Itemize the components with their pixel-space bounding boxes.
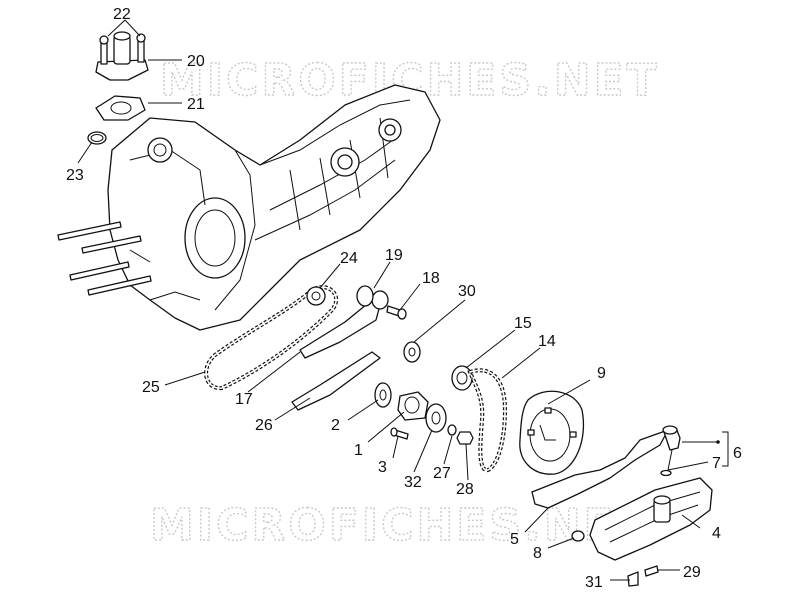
- callout-15: 15: [514, 315, 532, 332]
- callout-24: 24: [340, 250, 358, 267]
- screw-3: [390, 427, 409, 440]
- chain-guide: [299, 299, 381, 359]
- callout-32: 32: [404, 474, 422, 491]
- oil-pump-1: [397, 391, 429, 421]
- chain-tensioner-assembly: [87, 31, 149, 145]
- oil-sump-4: [589, 477, 713, 561]
- callout-21: 21: [187, 96, 205, 113]
- callout-29: 29: [683, 564, 701, 581]
- clip-31: [627, 571, 639, 587]
- chain-shoe: [291, 351, 381, 411]
- callout-27: 27: [433, 465, 451, 482]
- callout-labels: 22 20 21 23 24 19 18 30 15 14 9 25 17 26…: [66, 6, 742, 591]
- callout-17: 17: [235, 391, 253, 408]
- oil-pump-gasket-2: [374, 382, 392, 408]
- callout-19: 19: [385, 247, 403, 264]
- leader-lines: [77, 19, 729, 581]
- sprocket-24: [306, 286, 326, 306]
- callout-30: 30: [458, 283, 476, 300]
- callout-14: 14: [538, 333, 556, 350]
- pump-cover-9: [519, 390, 585, 475]
- callout-1: 1: [354, 442, 363, 459]
- pulley-19: [356, 285, 389, 310]
- dipstick-6: [660, 425, 681, 477]
- callout-3: 3: [378, 459, 387, 476]
- callout-4: 4: [712, 525, 721, 542]
- sprocket-15: [451, 365, 473, 391]
- callout-2: 2: [331, 417, 340, 434]
- callout-6: 6: [733, 445, 742, 462]
- timing-chain-front: [204, 285, 338, 391]
- callout-18: 18: [422, 270, 440, 287]
- callout-5: 5: [510, 531, 519, 548]
- callout-31: 31: [585, 574, 603, 591]
- nut-28: [456, 431, 474, 445]
- callout-8: 8: [533, 545, 542, 562]
- callout-22: 22: [113, 6, 131, 23]
- callout-23: 23: [66, 167, 84, 184]
- callout-20: 20: [187, 53, 205, 70]
- bolt-18: [386, 305, 407, 320]
- washer-30: [403, 341, 421, 363]
- callout-26: 26: [255, 417, 273, 434]
- washer-27: [447, 424, 457, 436]
- callout-28: 28: [456, 481, 474, 498]
- callout-7: 7: [712, 455, 721, 472]
- watermark-bottom: MICROFICHES.NET: [150, 500, 650, 551]
- crankcase: [57, 84, 441, 331]
- oil-pump-chain: [467, 368, 508, 472]
- oil-pump-sprocket-32: [425, 403, 447, 433]
- drain-plug-8: [571, 530, 585, 542]
- bolt-29: [644, 565, 659, 577]
- callout-9: 9: [597, 365, 606, 382]
- callout-25: 25: [142, 379, 160, 396]
